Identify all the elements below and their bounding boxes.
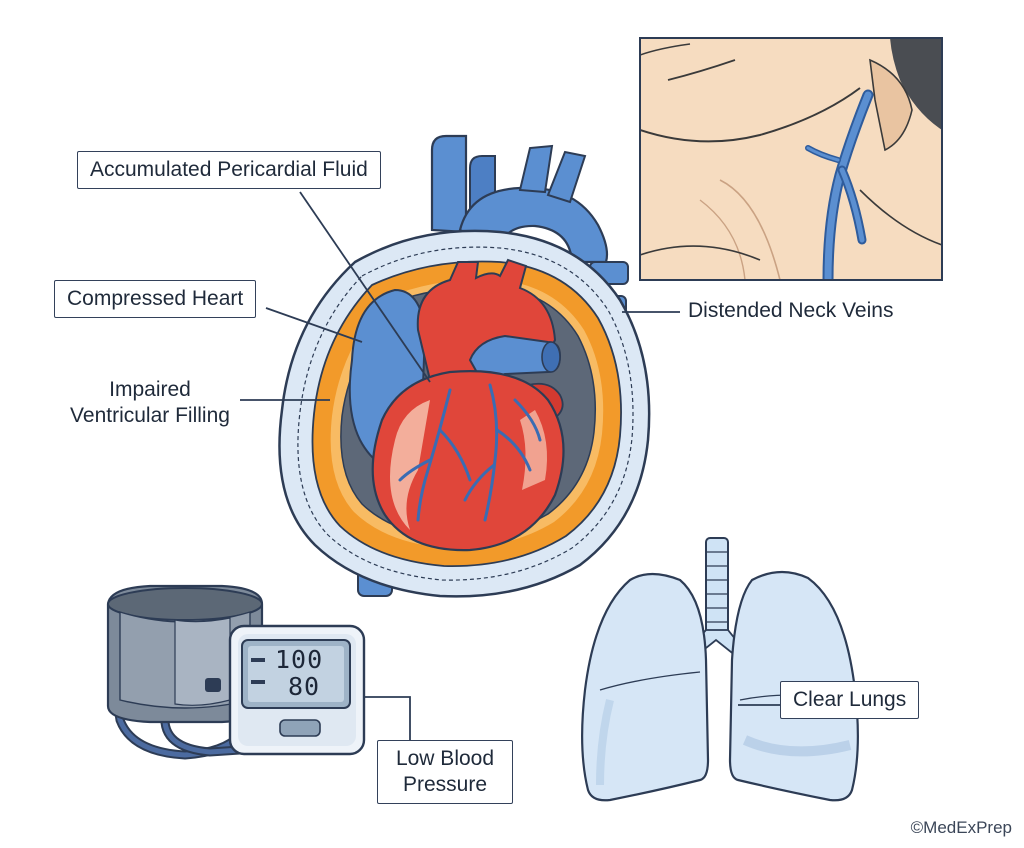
heart-illustration (278, 134, 651, 598)
impaired-line-2: Ventricular Filling (70, 404, 230, 427)
blood-pressure-monitor (106, 584, 366, 760)
label-clear-lungs: Clear Lungs (780, 681, 920, 719)
leader-bp (364, 696, 411, 745)
label-compressed-heart: Compressed Heart (54, 280, 257, 318)
monitor-systolic: 100 (275, 645, 324, 674)
monitor-diastolic: 80 (288, 672, 321, 701)
leader-lines (240, 191, 780, 745)
neck-veins-inset (639, 37, 943, 281)
leader-fluid (299, 191, 431, 383)
label-accumulated-pericardial-fluid: Accumulated Pericardial Fluid (77, 151, 381, 189)
label-low-blood-pressure: Low Blood Pressure (377, 740, 513, 804)
impaired-line-1: Impaired (109, 378, 191, 401)
bp-line-2: Pressure (402, 773, 488, 796)
lungs-illustration (581, 537, 859, 802)
bp-line-1: Low Blood (395, 747, 495, 770)
label-impaired-ventricular-filling: Impaired Ventricular Filling (50, 377, 250, 429)
copyright-text: ©MedExPrep (910, 818, 1012, 837)
leader-compressed (265, 307, 363, 343)
label-distended-neck-veins: Distended Neck Veins (688, 299, 894, 322)
